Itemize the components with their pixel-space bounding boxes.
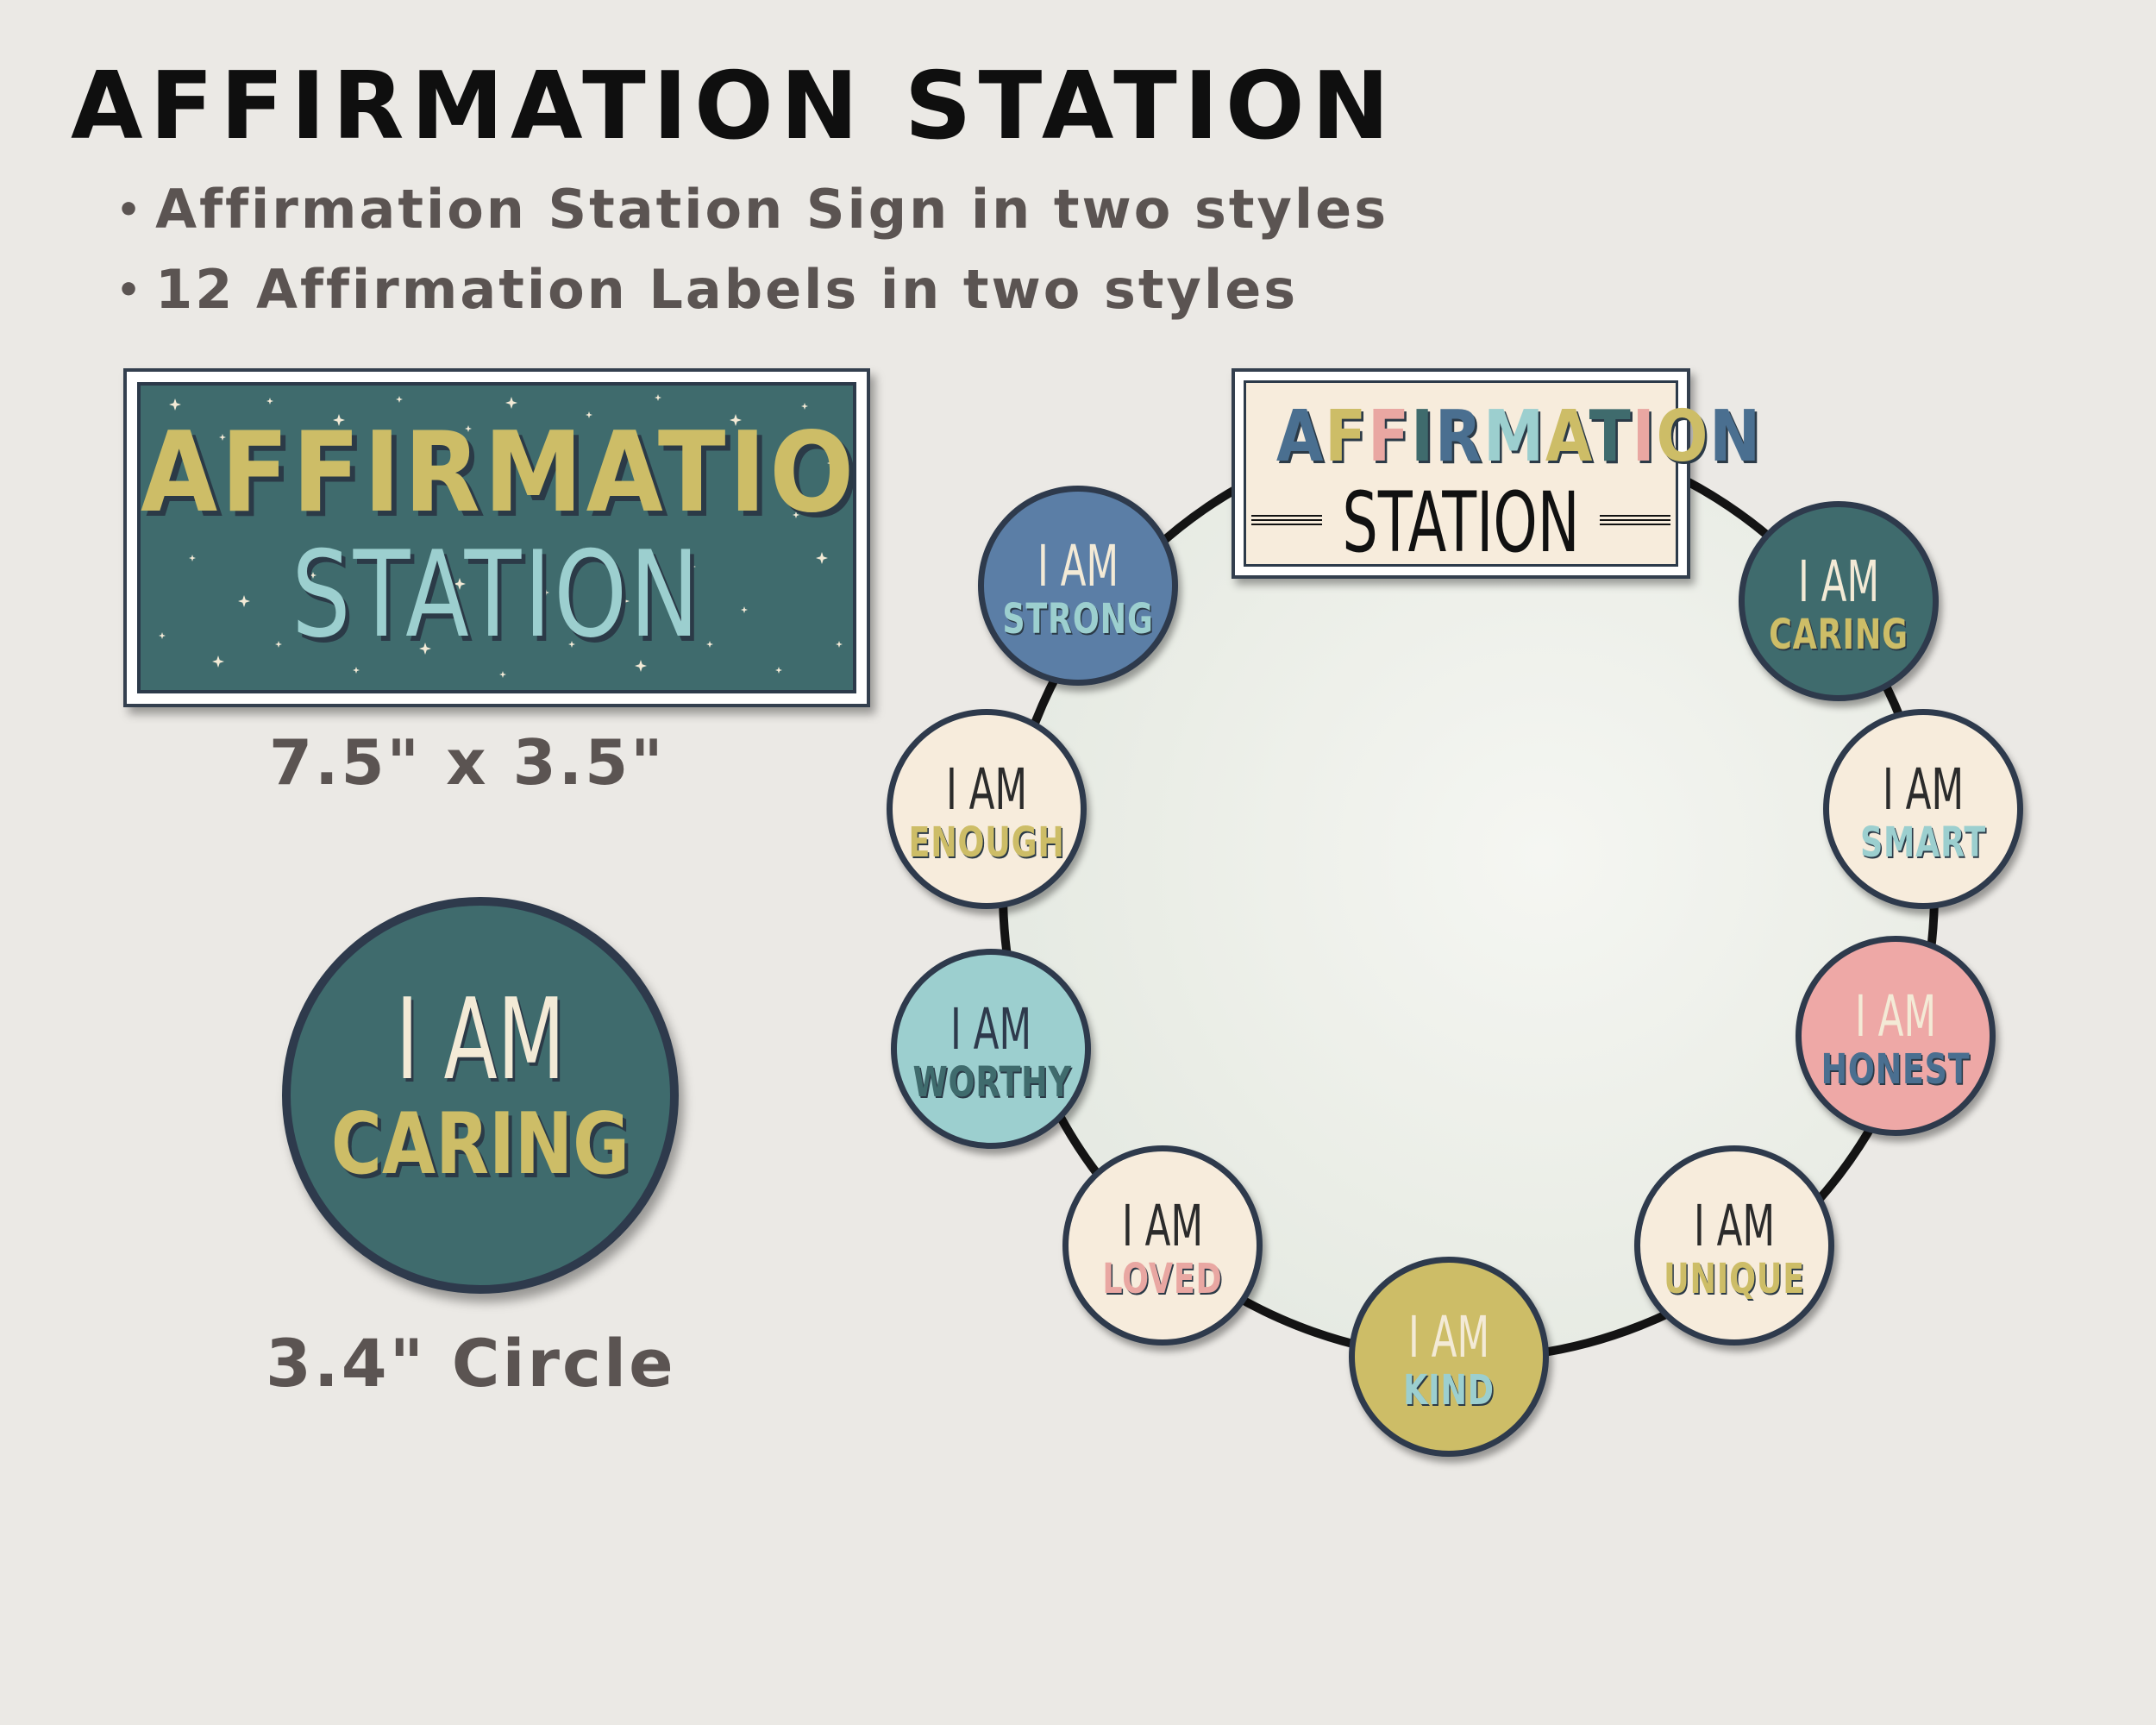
sign-sample-line1: AFFIRMATION [141,409,856,537]
mirror-sign-line1: AFFIRMATION [1276,402,1760,473]
badge-line1: I AM [1882,756,1965,823]
bullet-item: Affirmation Station Sign in two styles [116,172,1388,253]
star-pattern [159,394,843,678]
mirror-sign-rule-left [1251,515,1322,525]
mirror-sign-rule-right [1600,515,1670,525]
star-icon [212,656,224,668]
mirror-sign-letter: A [1275,396,1326,478]
mirror-sign-letter: M [1482,396,1545,478]
star-icon [189,555,196,561]
feature-bullets: Affirmation Station Sign in two styles 1… [116,172,1388,333]
star-icon [169,398,181,411]
badge-line1: I AM [950,996,1032,1063]
star-icon [266,398,273,405]
star-icon [741,606,748,613]
star-icon [706,641,713,648]
star-icon [379,606,385,613]
badge-line2: KIND [1403,1366,1495,1414]
sign-size-label: 7.5" x 3.5" [269,726,666,799]
star-icon [454,578,466,590]
mirror-sign-letter: I [1632,396,1657,478]
star-icon [353,667,360,674]
star-icon [419,643,431,655]
star-icon [827,460,834,467]
star-icon [238,595,250,607]
sign-sample-panel: AFFIRMATION STATION [137,382,856,693]
star-icon [396,396,403,403]
badge-line1: I AM [1854,983,1937,1050]
mirror-sign-panel: AFFIRMATION STATION [1244,380,1760,571]
badge-line2: HONEST [1821,1045,1971,1094]
star-icon [730,414,742,426]
star-icon [617,595,630,607]
star-icon [505,397,517,409]
star-icon [586,411,592,418]
star-icon [310,572,317,579]
mirror-sign-letter: A [1545,396,1589,478]
star-icon [816,552,828,564]
circle-sample-line1: I AM [395,974,566,1105]
star-icon [499,671,506,678]
badge-line2: ENOUGH [908,819,1065,867]
badge-line1: I AM [1121,1193,1204,1259]
star-icon [801,403,808,410]
badge-line1: I AM [945,756,1028,823]
star-icon [793,511,799,518]
badge-line2: LOVED [1102,1255,1223,1303]
sign-sample-line2: STATION [291,525,702,664]
star-icon [635,660,647,672]
badge-line1: I AM [1797,549,1880,615]
badge-line2: UNIQUE [1664,1255,1805,1303]
mirror-sign-letter: N [1709,396,1762,478]
badge-line2: CARING [1769,611,1908,659]
mirror-sign-letter: O [1656,396,1710,478]
page-title: AFFIRMATION STATION [71,53,1397,160]
star-icon [219,434,226,441]
sign-sample-card: AFFIRMATION STATION [123,368,870,707]
star-icon [568,641,575,648]
star-icon [333,414,345,426]
star-icon [275,641,282,648]
badge-line2: STRONG [1002,595,1154,643]
star-icon [775,667,782,674]
badge-line1: I AM [1407,1304,1490,1371]
star-icon [465,425,472,432]
bullet-item: 12 Affirmation Labels in two styles [116,253,1388,333]
badge-line1: I AM [1693,1193,1776,1259]
circle-sample-badge: I AM CARING [282,897,679,1294]
star-icon [542,589,549,596]
circle-sample-line2: CARING [330,1095,630,1194]
star-icon [159,632,166,639]
star-icon [836,641,843,648]
badge-line1: I AM [1037,533,1119,599]
mirror-sign-letter: F [1368,396,1411,478]
mirror-sign-line2: STATION [1342,474,1580,571]
star-icon [689,563,696,570]
mirror-sign-letter: F [1325,396,1369,478]
circle-size-label: 3.4" Circle [266,1325,676,1402]
mirror-sign-letter: I [1410,396,1435,478]
star-icon [160,483,172,495]
badge-line2: WORTHY [912,1058,1072,1107]
mirror-sign-letter: R [1434,396,1483,478]
star-icon [655,394,661,401]
mirror-sign-letter: T [1589,396,1633,478]
badge-line2: SMART [1860,819,1986,867]
mirror-sign: AFFIRMATION STATION [1232,368,1760,579]
